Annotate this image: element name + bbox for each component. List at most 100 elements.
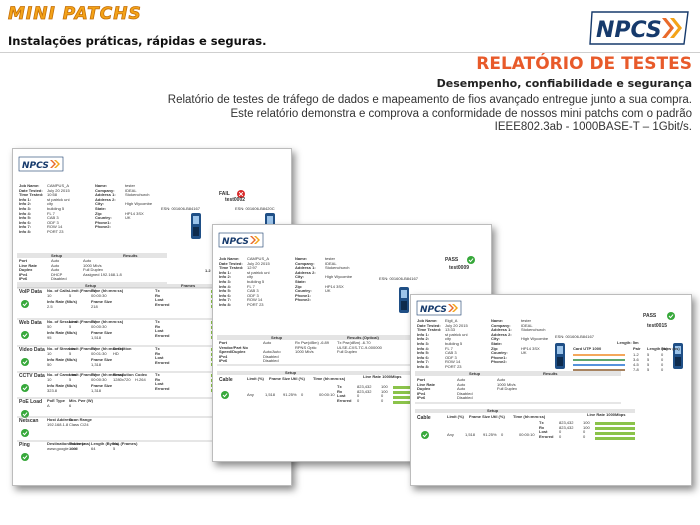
setup-row-label: IPv6 bbox=[219, 358, 228, 364]
field-label: Zip: bbox=[295, 283, 303, 289]
test-id: test0009 bbox=[449, 265, 470, 271]
column-header: Scan Range bbox=[69, 417, 92, 422]
frames-label: Errored bbox=[337, 397, 352, 403]
mini-logo-chevron bbox=[250, 236, 256, 244]
setup-row-result: 1000 Mb/s bbox=[295, 349, 314, 355]
setup-row-value: Auto bbox=[51, 267, 60, 273]
column-header: Destination Address bbox=[47, 441, 86, 446]
field-value: st patrick uni bbox=[247, 269, 270, 275]
column-value: 95 bbox=[47, 334, 52, 340]
column-value: www.google.com bbox=[47, 446, 78, 451]
field-value: Stokenchurch bbox=[125, 192, 150, 198]
frames-label: Errored bbox=[155, 332, 170, 338]
field-label: Address 1: bbox=[491, 327, 512, 333]
setup-row-label: Line Rate bbox=[417, 381, 436, 387]
wiremap-pair: 1-2 bbox=[633, 352, 639, 357]
column-value: 1000 bbox=[69, 446, 78, 451]
setup-row-value: DHCP bbox=[51, 271, 63, 277]
field-value: city bbox=[247, 274, 253, 280]
mini-logo-text: NPCS bbox=[222, 237, 249, 247]
pass-check-icon bbox=[21, 410, 29, 418]
frames-label: Lost bbox=[155, 297, 164, 303]
esn-label: ESN: 001606-B84167 bbox=[161, 206, 200, 211]
report-subtitle: Desempenho, confiabilidade e segurança bbox=[436, 77, 692, 90]
field-label: Zip: bbox=[491, 345, 499, 351]
field-label: Info 7: bbox=[19, 224, 31, 230]
setup-title: Setup bbox=[51, 252, 63, 258]
frames-value: 0 bbox=[357, 397, 360, 403]
wiremap-length-value: 5 bbox=[647, 357, 650, 362]
setup-row-value: Auto bbox=[457, 386, 466, 392]
check-mark bbox=[22, 431, 28, 436]
column-value: 5 bbox=[69, 324, 72, 329]
result-bar bbox=[393, 396, 415, 399]
field-label: Time Tested: bbox=[219, 265, 244, 271]
setup-row-label: Duplex bbox=[417, 386, 431, 392]
column-value: Any bbox=[447, 432, 454, 437]
setup-row-value: Auto bbox=[457, 381, 466, 387]
setup-row-result: Tx Pwr(dBm) -6.70 bbox=[337, 340, 371, 345]
pass-check-icon bbox=[667, 312, 675, 320]
report-graphics: NPCS bbox=[217, 232, 475, 404]
field-value: IDEAL bbox=[521, 322, 533, 328]
wiremap-pair: 7-8 bbox=[633, 367, 639, 372]
tester-screen bbox=[675, 346, 681, 354]
status-text: PASS bbox=[445, 257, 459, 263]
field-label: Company: bbox=[95, 187, 115, 193]
field-value: st patrick uni bbox=[445, 331, 468, 337]
frames-label: Tx bbox=[155, 319, 160, 324]
field-value: HP14 3SX bbox=[521, 345, 540, 351]
field-value: FL 7 bbox=[47, 210, 55, 216]
section-label: VoIP Data bbox=[19, 289, 42, 295]
field-label: Info 7: bbox=[219, 297, 231, 303]
field-label: Phone2: bbox=[295, 297, 311, 303]
column-header: Time (hh:mm:ss) bbox=[91, 346, 124, 351]
tester-screen bbox=[557, 346, 563, 354]
column-value: 50 bbox=[47, 324, 52, 329]
column-header: Resolution bbox=[113, 372, 134, 377]
setup-row-value: Disabled bbox=[263, 358, 279, 364]
field-label: Date Tested: bbox=[219, 260, 243, 266]
setup-title: Setup bbox=[487, 408, 499, 413]
column-value: 1280x720 bbox=[113, 377, 131, 382]
result-bar bbox=[595, 437, 635, 440]
tester-keypad bbox=[401, 301, 407, 310]
frames-label: Errored bbox=[539, 433, 554, 439]
description-line: Este relatório demonstra e comprova a co… bbox=[230, 107, 692, 120]
column-header: No. of Cameras bbox=[47, 372, 77, 377]
column-value: 0 bbox=[501, 432, 504, 437]
results-title: Results bbox=[543, 370, 558, 376]
setup-title: Setup bbox=[285, 370, 297, 375]
setup-row-result: Rx Pwr(dBm) -6.89 bbox=[295, 340, 330, 345]
result-bar bbox=[595, 422, 635, 425]
column-value: 00:00:30 bbox=[91, 293, 107, 298]
tester-keypad bbox=[557, 357, 563, 366]
field-value: July 20 2015 bbox=[47, 187, 70, 193]
field-value: Stokenchurch bbox=[521, 327, 546, 333]
field-value: UK bbox=[325, 288, 331, 294]
check-mark bbox=[668, 314, 674, 319]
field-value: ODF 3 bbox=[47, 219, 59, 225]
column-value: 1,518 bbox=[265, 392, 276, 397]
setup-row-label: Duplex bbox=[19, 267, 33, 273]
field-label: Country: bbox=[491, 350, 508, 356]
field-value: PORT 23 bbox=[247, 302, 264, 307]
line-rate: Line Rate 1000Mbps bbox=[363, 374, 402, 379]
frames-percent: 0 bbox=[381, 397, 384, 403]
setup-title: Setup bbox=[271, 334, 283, 340]
frames-value: 823,432 bbox=[559, 424, 574, 430]
column-header: Time (hh:mm:ss) bbox=[91, 372, 124, 377]
npcs-logo: NPCS bbox=[589, 11, 689, 45]
field-value: High Wycombe bbox=[125, 201, 153, 207]
field-label: Info 6: bbox=[417, 354, 429, 360]
frames-label: Errored bbox=[155, 359, 170, 365]
column-value: HD bbox=[113, 351, 119, 356]
field-label: Phone1: bbox=[295, 292, 311, 298]
pass-check-icon bbox=[21, 384, 29, 392]
field-value: PORT 23 bbox=[47, 229, 64, 234]
field-label: Info 6: bbox=[19, 219, 31, 225]
field-label: Date Tested: bbox=[19, 187, 43, 193]
column-header: Info Rate (Mb/s) bbox=[47, 383, 77, 388]
mini-logo-chevron bbox=[452, 304, 458, 312]
setup-row-result: Full Duplex bbox=[337, 349, 358, 355]
